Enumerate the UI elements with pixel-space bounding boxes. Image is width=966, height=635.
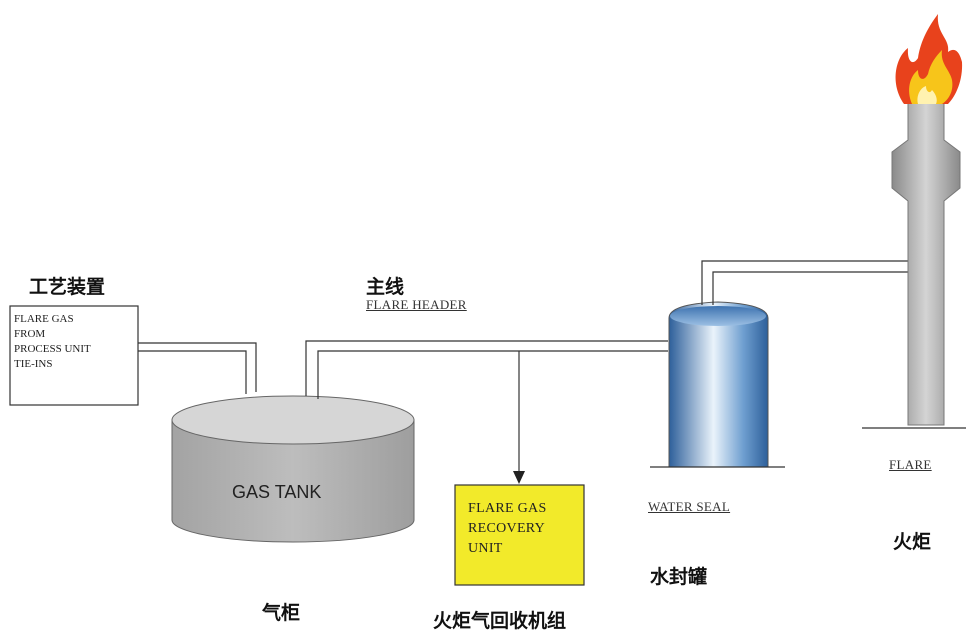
flare-header-label-cn: 主线 (366, 276, 405, 298)
flare-label: FLARE (889, 457, 932, 472)
water-seal-vessel (650, 301, 785, 468)
process-pipe (138, 342, 257, 394)
recovery-branch-arrow (513, 351, 525, 484)
gas-tank (171, 395, 415, 543)
recovery-unit-text: FLARE GAS RECOVERY UNIT (468, 499, 547, 559)
recovery-unit-line-2: RECOVERY (468, 521, 546, 536)
recovery-unit-box (454, 484, 585, 586)
process-unit-line-3: PROCESS UNIT (14, 343, 91, 355)
process-unit-line-4: TIE-INS (14, 358, 53, 370)
flare-stack (862, 101, 966, 429)
recovery-unit-line-3: UNIT (468, 541, 503, 556)
process-unit-box (9, 305, 139, 406)
recovery-unit-label-cn: 火炬气回收机组 (433, 610, 567, 632)
process-unit-line-2: FROM (14, 328, 46, 340)
process-unit-line-1: FLARE GAS (14, 313, 74, 325)
gas-tank-label: GAS TANK (232, 482, 322, 502)
process-unit-text: FLARE GAS FROM PROCESS UNIT TIE-INS (14, 312, 91, 372)
seal-to-flare-pipe (701, 260, 908, 305)
water-seal-label: WATER SEAL (648, 499, 731, 514)
recovery-unit-line-1: FLARE GAS (468, 501, 547, 516)
process-unit-label-cn: 工艺装置 (29, 276, 106, 298)
flame-icon (895, 14, 963, 104)
water-seal-label-cn: 水封罐 (650, 566, 708, 588)
flare-header-label: FLARE HEADER (366, 297, 467, 312)
gas-tank-label-cn: 气柜 (262, 602, 301, 624)
flare-header-pipe (305, 340, 668, 399)
flare-label-cn: 火炬 (893, 531, 932, 553)
